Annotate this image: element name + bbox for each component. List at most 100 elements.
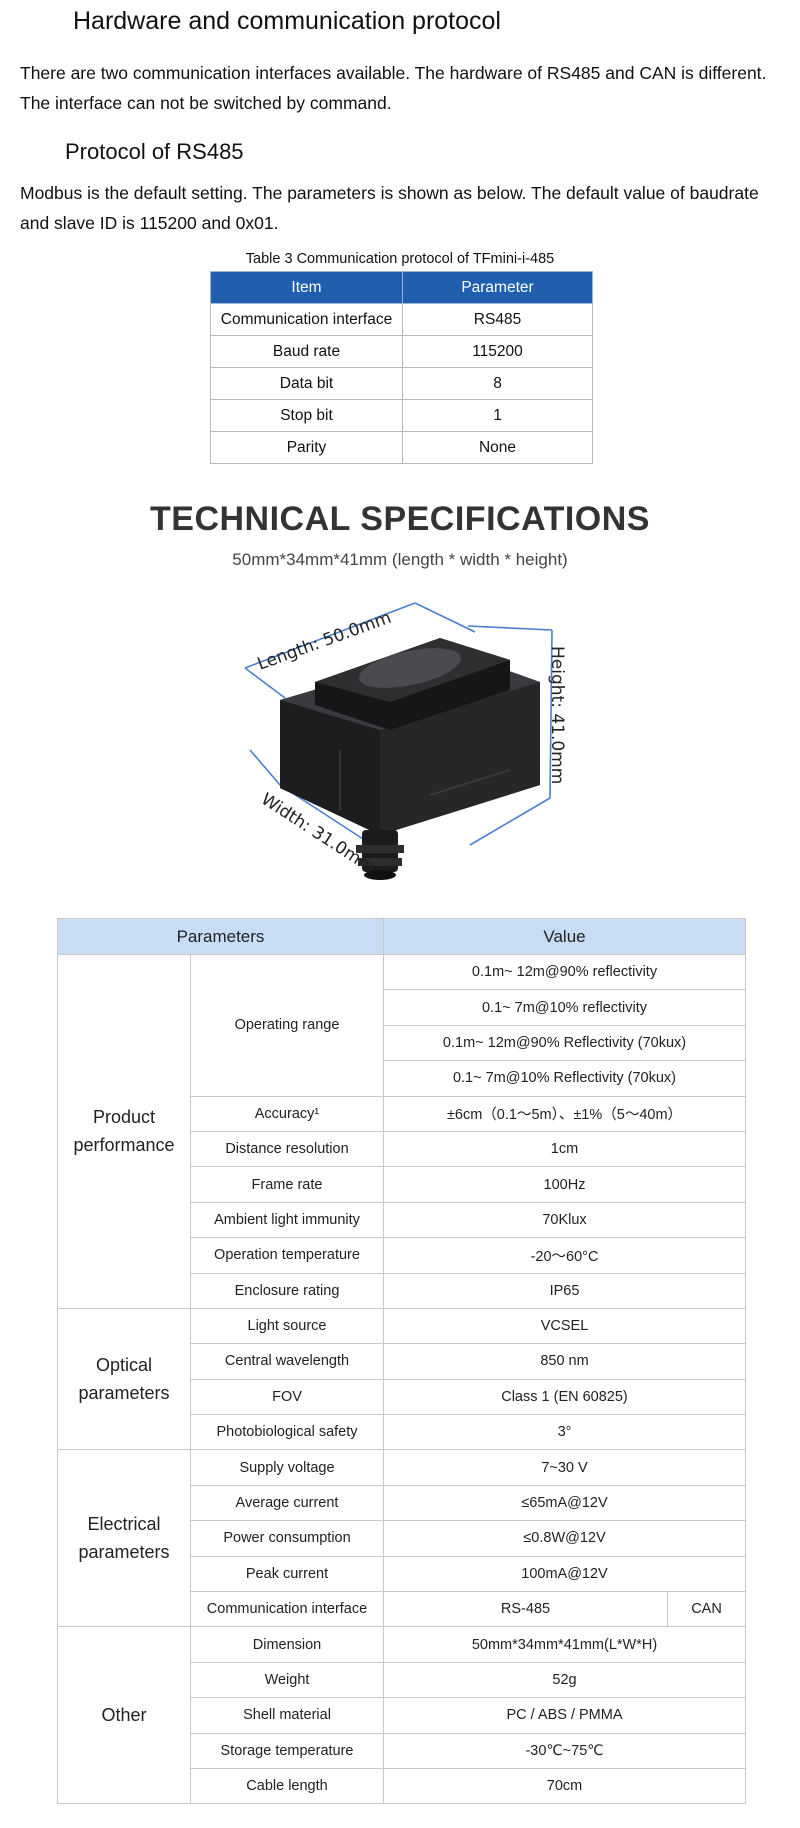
cell-value: RS485 <box>402 303 593 336</box>
group-label-line: parameters <box>78 1383 170 1404</box>
intro-line-2: The interface can not be switched by com… <box>20 92 392 113</box>
table-row: Accuracy¹±6cm（0.1～5m）、±1%（5～40m） <box>58 1095 746 1132</box>
table-row: Operation temperature-20～60°C <box>58 1237 746 1274</box>
rs485-desc-line-2: and slave ID is 115200 and 0x01. <box>20 212 279 233</box>
tech-specs-subtitle: 50mm*34mm*41mm (length * width * height) <box>232 550 568 569</box>
specifications-table: Parameters Value Product performance Ope… <box>57 918 746 1805</box>
cell-value: 1cm <box>383 1130 746 1168</box>
table-row: Average current≤65mA@12V <box>58 1484 746 1522</box>
cell-value: 0.1m~ 12m@90% Reflectivity (70kux) <box>383 1024 746 1062</box>
cell-value: 50mm*34mm*41mm(L*W*H) <box>383 1626 746 1663</box>
table-row: Other Dimension 50mm*34mm*41mm(L*W*H) <box>57 1626 746 1805</box>
group-label-line: Product <box>92 1107 156 1128</box>
cell-param: Enclosure rating <box>190 1272 384 1309</box>
spec-header-row: Parameters Value <box>57 918 746 955</box>
cell-value: 1 <box>402 399 593 432</box>
cell-value: -30℃~75℃ <box>383 1732 746 1769</box>
cell-param: FOV <box>190 1378 384 1416</box>
table-caption: Table 3 Communication protocol of TFmini… <box>245 251 555 267</box>
cell-param: Cable length <box>190 1767 384 1805</box>
cell-param: Frame rate <box>190 1166 384 1203</box>
cell-param: Shell material <box>190 1697 384 1734</box>
cell-param: Distance resolution <box>190 1130 384 1168</box>
cell-value: 52g <box>383 1661 746 1699</box>
intro-paragraph: There are two communication interfaces a… <box>20 59 790 118</box>
cell-value: 100Hz <box>383 1166 746 1203</box>
cell-param: Ambient light immunity <box>190 1201 384 1239</box>
table-row: Product performance Operating range 0.1m… <box>57 953 746 1309</box>
cell-value: 70Klux <box>383 1201 746 1239</box>
cell-item: Communication interface <box>210 303 403 336</box>
rs485-title: Protocol of RS485 <box>65 139 244 164</box>
cell-param: Light source <box>190 1307 384 1345</box>
cell-value-rs485: RS-485 <box>383 1591 668 1628</box>
group-optical-parameters: Optical parameters <box>57 1307 191 1451</box>
cell-item: Stop bit <box>210 399 403 432</box>
cell-value: 0.1m~ 12m@90% reflectivity <box>383 953 746 991</box>
cell-param: Supply voltage <box>190 1449 384 1486</box>
group-label-line: Electrical <box>87 1514 161 1535</box>
cell-value: 0.1~ 7m@10% Reflectivity (70kux) <box>383 1060 746 1097</box>
table-header-row: Item Parameter <box>210 271 593 304</box>
table-row: Communication interface RS-485 CAN <box>58 1591 746 1628</box>
cell-param: Photobiological safety <box>190 1414 384 1451</box>
cell-param: Accuracy¹ <box>190 1095 384 1132</box>
cell-value: 3° <box>383 1414 746 1451</box>
cell-value: IP65 <box>383 1272 746 1309</box>
cell-value: ≤65mA@12V <box>383 1484 746 1522</box>
cell-item: Baud rate <box>210 335 403 368</box>
cell-param: Dimension <box>190 1626 384 1663</box>
cell-value: Class 1 (EN 60825) <box>383 1378 746 1416</box>
cell-value: 850 nm <box>383 1343 746 1380</box>
table-row: 0.1m~ 12m@90% Reflectivity (70kux) <box>58 1024 746 1062</box>
cell-value: 70cm <box>383 1767 746 1805</box>
cell-value: 8 <box>402 367 593 400</box>
table-row: Electrical parameters Supply voltage 7~3… <box>57 1449 746 1628</box>
cell-param: Operating range <box>190 954 384 1097</box>
group-label-line: parameters <box>78 1542 170 1563</box>
rs485-description: Modbus is the default setting. The param… <box>20 179 790 238</box>
cell-value: 0.1~ 7m@10% reflectivity <box>383 989 746 1026</box>
header-parameters: Parameters <box>57 918 384 955</box>
group-label-line: performance <box>73 1135 175 1156</box>
cell-value: 100mA@12V <box>383 1555 746 1593</box>
cell-value: ≤0.8W@12V <box>383 1520 746 1557</box>
cell-param: Storage temperature <box>190 1732 384 1769</box>
section-title: Hardware and communication protocol <box>73 7 501 35</box>
cell-item: Parity <box>210 431 403 464</box>
height-label: Height: 41.0mm <box>547 646 567 784</box>
cell-value: None <box>402 431 593 464</box>
cell-param: Power consumption <box>190 1520 384 1557</box>
intro-line-1: There are two communication interfaces a… <box>20 63 767 83</box>
cell-value: -20～60°C <box>383 1237 746 1274</box>
cell-param: Communication interface <box>190 1591 384 1628</box>
header-parameter: Parameter <box>402 271 593 304</box>
cell-value: 115200 <box>402 335 593 368</box>
header-item: Item <box>210 271 403 304</box>
group-label-line: Optical <box>95 1355 153 1376</box>
rs485-desc-line-1: Modbus is the default setting. The param… <box>20 183 759 203</box>
cell-value: ±6cm（0.1～5m）、±1%（5～40m） <box>383 1095 746 1132</box>
cell-value-can: CAN <box>667 1591 746 1628</box>
lidar-sensor-body <box>280 638 540 880</box>
table-row: 0.1~ 7m@10% Reflectivity (70kux) <box>58 1060 746 1097</box>
cell-param: Peak current <box>190 1555 384 1593</box>
cell-param: Central wavelength <box>190 1343 384 1380</box>
group-electrical-parameters: Electrical parameters <box>57 1449 191 1628</box>
cell-value: PC / ABS / PMMA <box>383 1697 746 1734</box>
group-product-performance: Product performance <box>57 954 191 1309</box>
cell-value: 7~30 V <box>383 1449 746 1486</box>
cell-item: Data bit <box>210 367 403 400</box>
table-row: Optical parameters Light source VCSEL <box>57 1307 746 1451</box>
